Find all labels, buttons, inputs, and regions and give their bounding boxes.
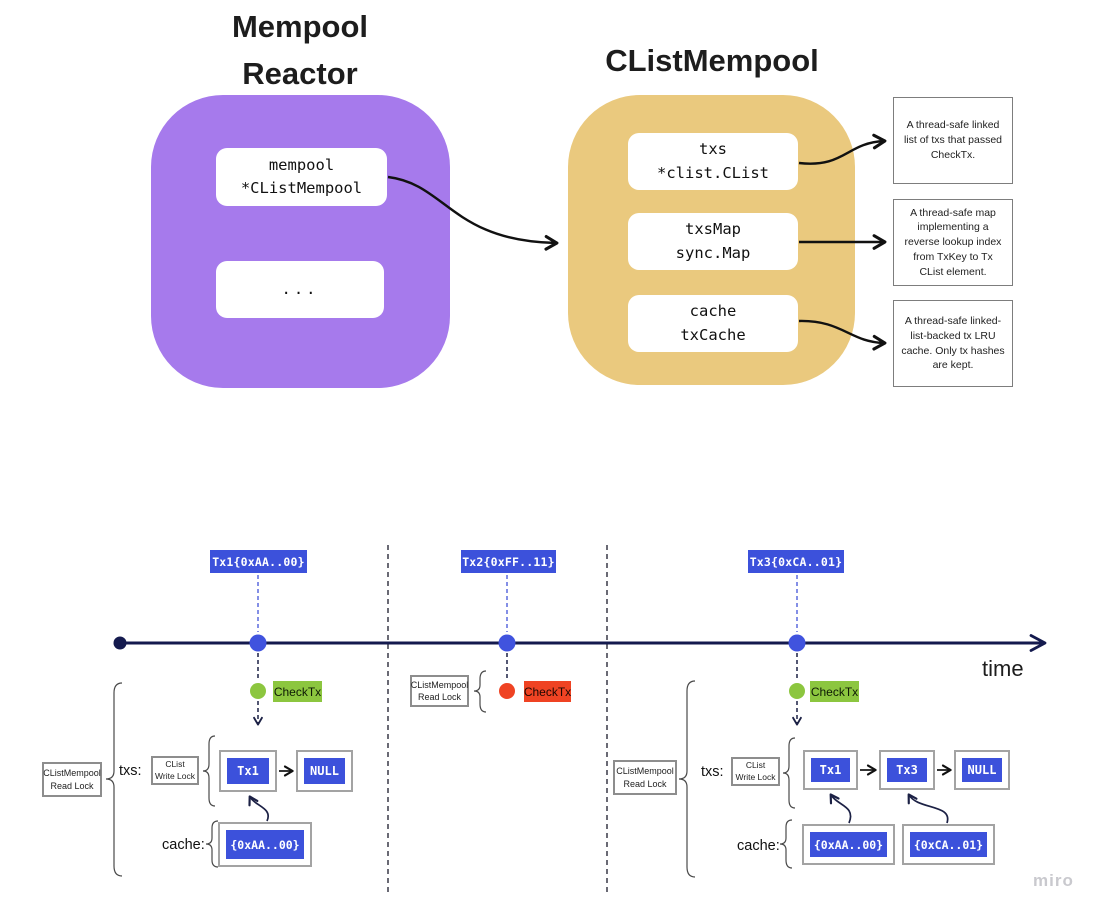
txs-label-left: txs: bbox=[119, 763, 142, 779]
read-lock-line1: CListMempool bbox=[43, 768, 101, 779]
read-lock-line1: CListMempool bbox=[410, 679, 469, 690]
brace-cache-tx1 bbox=[205, 820, 219, 868]
tx2-event-dot bbox=[498, 634, 516, 652]
tx3-event-dot bbox=[788, 634, 806, 652]
clist-node-null[interactable]: NULL bbox=[296, 750, 353, 792]
reactor-title-line1: Mempool bbox=[231, 9, 369, 44]
txs-label-right: txs: bbox=[701, 764, 724, 780]
checktx-badge-tx3[interactable]: CheckTx bbox=[810, 681, 859, 702]
brace-readlock-tx1 bbox=[105, 682, 123, 877]
reactor-title-line2: Reactor bbox=[242, 56, 358, 91]
read-lock-box-tx1[interactable]: CListMempool Read Lock bbox=[42, 762, 102, 797]
time-axis-label: time bbox=[982, 656, 1024, 681]
txsmap-field-line1: txsMap bbox=[685, 220, 741, 239]
clistmempool-title: CListMempool bbox=[605, 43, 819, 78]
clist-node-value: Tx1 bbox=[227, 758, 269, 784]
mempool-field-pill[interactable]: mempool *CListMempool bbox=[216, 148, 387, 206]
checktx-to-state-arrows bbox=[253, 701, 802, 726]
cache-field-line1: cache bbox=[689, 302, 737, 321]
clist-node-value: Tx1 bbox=[811, 758, 850, 782]
write-lock-line1: CList bbox=[165, 759, 185, 770]
txs-field-pill[interactable]: txs *clist.CList bbox=[628, 133, 798, 190]
brace-readlock-tx3 bbox=[678, 680, 696, 878]
check-connectors bbox=[257, 653, 798, 680]
tx1-badge[interactable]: Tx1{0xAA..00} bbox=[210, 550, 307, 573]
phase-separator-lines bbox=[387, 545, 608, 892]
brace-cache-tx3 bbox=[779, 819, 793, 869]
brace-writelock-tx1 bbox=[202, 735, 216, 807]
write-lock-line1: CList bbox=[745, 760, 766, 771]
note-txs[interactable]: A thread-safe linked list of txs that pa… bbox=[893, 97, 1013, 184]
checktx-badge-tx2[interactable]: CheckTx bbox=[524, 681, 571, 702]
cache-entry-0xca[interactable]: {0xCA..01} bbox=[902, 824, 995, 865]
cache-field-line2: txCache bbox=[680, 325, 746, 344]
clist-node-tx3[interactable]: Tx3 bbox=[879, 750, 935, 790]
read-lock-line2: Read Lock bbox=[50, 780, 94, 791]
brace-writelock-tx3 bbox=[782, 737, 796, 809]
txsmap-field-pill[interactable]: txsMap sync.Map bbox=[628, 213, 798, 270]
txs-field-line1: txs bbox=[699, 140, 727, 159]
ellipsis-label: ... bbox=[281, 279, 319, 298]
mempool-reactor-shape[interactable] bbox=[151, 95, 450, 388]
clist-node-value: NULL bbox=[962, 758, 1002, 782]
cache-to-node-arrows bbox=[248, 793, 949, 824]
tx2-badge[interactable]: Tx2{0xFF..11} bbox=[461, 550, 556, 573]
brace-readlock-tx2 bbox=[473, 670, 487, 713]
reactor-title: Mempool Reactor bbox=[130, 3, 470, 97]
write-lock-box-tx1[interactable]: CList Write Lock bbox=[151, 756, 199, 785]
note-cache[interactable]: A thread-safe linked-list-backed tx LRU … bbox=[893, 300, 1013, 387]
cache-entry-0xaa[interactable]: {0xAA..00} bbox=[218, 822, 312, 867]
timeline-origin-dot bbox=[113, 636, 127, 650]
read-lock-line2: Read Lock bbox=[623, 778, 667, 789]
write-lock-box-tx3[interactable]: CList Write Lock bbox=[731, 757, 780, 786]
tx3-pass-dot bbox=[789, 683, 805, 699]
tx1-event-dot bbox=[249, 634, 267, 652]
read-lock-line1: CListMempool bbox=[616, 766, 674, 777]
cache-entry-value: {0xAA..00} bbox=[226, 830, 304, 859]
clist-node-tx1[interactable]: Tx1 bbox=[219, 750, 277, 792]
cache-label-left: cache: bbox=[162, 837, 205, 853]
ellipsis-field-pill[interactable]: ... bbox=[216, 261, 384, 318]
cache-label-right: cache: bbox=[737, 838, 780, 854]
tx1-pass-dot bbox=[250, 683, 266, 699]
read-lock-line2: Read Lock bbox=[417, 692, 462, 702]
timeline-axis bbox=[113, 634, 1047, 652]
miro-watermark: miro bbox=[1033, 871, 1074, 890]
clist-node-value: Tx3 bbox=[887, 758, 927, 782]
tx2-fail-dot bbox=[499, 683, 515, 699]
cache-entry-0xaa-r[interactable]: {0xAA..00} bbox=[802, 824, 895, 865]
write-lock-line2: Write Lock bbox=[155, 770, 195, 781]
read-lock-box-tx2[interactable]: CListMempool Read Lock bbox=[410, 675, 469, 707]
mempool-field-line2: *CListMempool bbox=[240, 179, 363, 197]
clist-node-value: NULL bbox=[304, 758, 345, 784]
clist-node-tx1-r[interactable]: Tx1 bbox=[803, 750, 858, 790]
read-lock-box-tx3[interactable]: CListMempool Read Lock bbox=[613, 760, 677, 795]
mempool-field-line1: mempool bbox=[268, 155, 335, 174]
badge-connectors bbox=[257, 575, 798, 632]
cache-entry-value: {0xAA..00} bbox=[810, 832, 887, 857]
cache-entry-value: {0xCA..01} bbox=[910, 832, 987, 857]
note-txsmap[interactable]: A thread-safe map implementing a reverse… bbox=[893, 199, 1013, 286]
checktx-badge-tx1[interactable]: CheckTx bbox=[273, 681, 322, 702]
cache-field-pill[interactable]: cache txCache bbox=[628, 295, 798, 352]
write-lock-line2: Write Lock bbox=[735, 771, 776, 782]
txsmap-field-line2: sync.Map bbox=[675, 243, 751, 262]
timeline-event-dots[interactable] bbox=[249, 634, 806, 652]
txs-field-line2: *clist.CList bbox=[657, 163, 769, 182]
tx3-badge[interactable]: Tx3{0xCA..01} bbox=[748, 550, 844, 573]
clist-node-null-r[interactable]: NULL bbox=[954, 750, 1010, 790]
